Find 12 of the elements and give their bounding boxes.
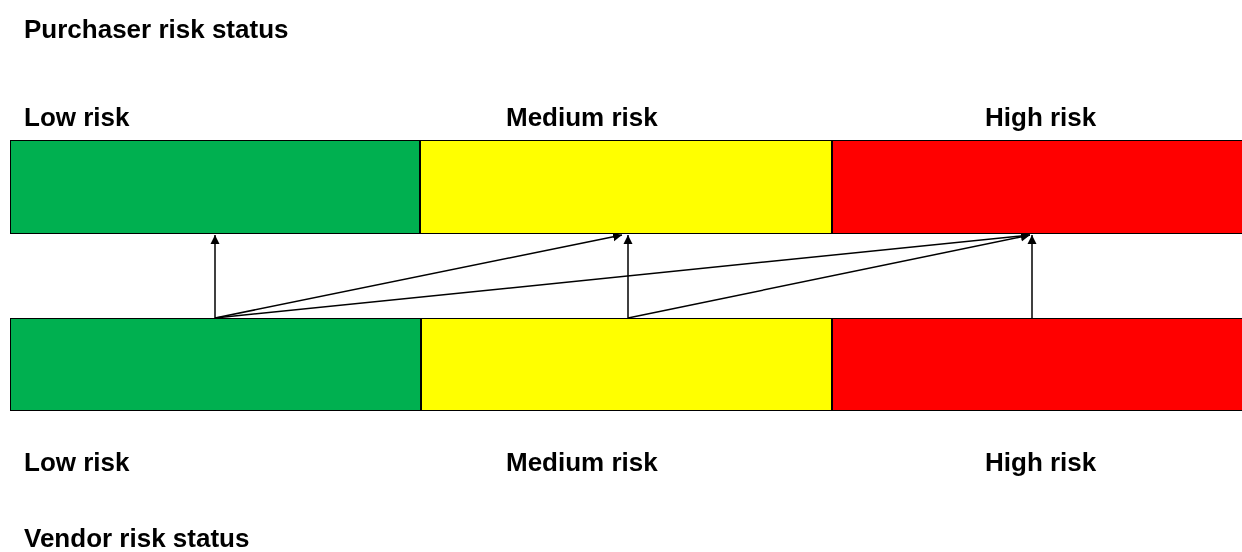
risk-level-heading: Medium risk [506,102,658,132]
risk-level-heading: High risk [985,102,1097,132]
risk-level-heading: Low risk [24,102,130,132]
arrow [627,232,1031,319]
risk-level-heading: Low risk [24,447,130,477]
status-label: Vendor risk status [24,523,250,552]
risk-level-heading: Medium risk [506,447,658,477]
arrow [210,234,220,319]
arrow [623,234,633,319]
arrow [1027,234,1037,319]
risk-level-heading: High risk [985,447,1097,477]
status-label: Purchaser risk status [24,14,289,44]
